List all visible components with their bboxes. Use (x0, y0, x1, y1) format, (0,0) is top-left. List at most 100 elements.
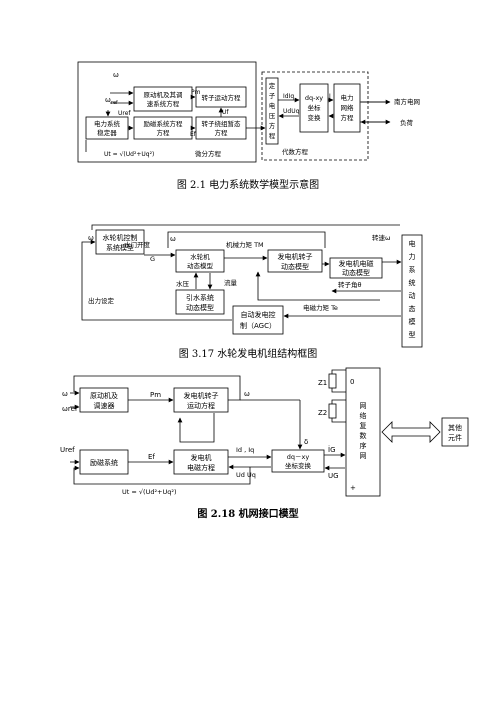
fig2-flow: 流量 (224, 278, 238, 287)
gen-em3-line1: 发电机 (191, 453, 212, 462)
figure-machine-network-interface (70, 367, 469, 497)
stator-voltage-block (265, 77, 279, 145)
figure-3-text: ω ωref ω Pm Uref Ef Id , Iq Ud Uq δ İG U… (60, 378, 462, 496)
fig1-ut-formula: Ut = √(Ud²+Uq²) (104, 151, 154, 158)
dqxy3-line1: dq－xy (287, 453, 310, 461)
figure-power-system-model (77, 61, 391, 163)
turbine-ctrl-line1: 水轮机控制 (103, 233, 138, 242)
fig3-ig: İG (328, 445, 336, 454)
gen-rotor3-line2: 运动方程 (187, 401, 215, 410)
turbine-line1: 水轮机 (190, 252, 210, 261)
stator-c3: 电 (269, 101, 276, 110)
fig2-speed: 转速ω (372, 233, 390, 242)
fig1-uref: Uref (118, 110, 131, 117)
fig2-output-setting: 出力设定 (88, 296, 115, 305)
fig3-caption: 图 2.18 机网接口模型 (197, 507, 298, 520)
excitation-line1: 励磁系统方程 (144, 119, 184, 128)
fig3-ef: Ef (148, 453, 155, 461)
turbine-block (175, 249, 225, 273)
agc-line1: 自动发电控 (241, 310, 276, 319)
fig3-omega-ref: ωref (62, 405, 78, 413)
fig1-omega: ω (113, 71, 119, 79)
dqxy-block-3 (271, 449, 325, 473)
gen-rotor-block (267, 249, 323, 273)
network3-c5: 序 (360, 441, 367, 450)
power-sys-c3: 系 (409, 265, 416, 274)
water-sys-line2: 动态模型 (186, 303, 214, 312)
figure-hydro-unit (81, 224, 423, 348)
fig2-omega-left: ω (88, 234, 94, 242)
dqxy-line3: 变换 (308, 113, 322, 122)
fig3-ud-uq: Ud Uq (236, 471, 256, 479)
stator-c4: 压 (269, 112, 276, 120)
fig3-delta: δ (304, 438, 308, 446)
power-sys-c5: 动 (409, 291, 416, 300)
fig3-z2: Z2 (318, 409, 327, 417)
fig3-omega: ω (62, 390, 68, 398)
algebraic-label: 代数方程 (282, 147, 309, 156)
network-block-3 (345, 367, 381, 497)
rotor-motion-block (195, 86, 247, 108)
dqxy-line2: 坐标 (308, 103, 322, 112)
network3-c6: 网 (360, 452, 367, 460)
turbine-ctrl-block (95, 229, 145, 255)
fig3-ut-formula: Ut = √(Ud²+Uq²) (122, 488, 177, 496)
fig3-omega-out: ω (244, 390, 250, 398)
stator-c2: 子 (269, 92, 276, 100)
omega-top-line (91, 224, 400, 230)
omega-mid-line (167, 231, 326, 248)
differential-frame (77, 61, 257, 163)
excitation-line2: 方程 (157, 128, 171, 137)
gen-em3-line2: 电磁方程 (187, 463, 215, 472)
fig1-ud-uq: UdUq (283, 108, 300, 115)
network-line3: 方程 (341, 113, 355, 122)
network-line2: 网络 (341, 103, 355, 112)
pss-line1: 电力系统 (94, 119, 121, 128)
other3-line2: 元件 (448, 433, 462, 442)
gen-em-block (329, 257, 383, 279)
fig1-uf: Uf (222, 109, 229, 116)
fig2-caption: 图 3.17 水轮发电机组结构框图 (179, 347, 318, 360)
prime-mover-line2: 速系统方程 (147, 99, 180, 108)
prime-mover3-line2: 调速器 (94, 401, 115, 410)
dqxy-line1: dq-xy (305, 94, 323, 102)
water-sys-line1: 引水系统 (186, 293, 214, 302)
fig2-rotor-angle: 转子角θ (338, 280, 362, 289)
stator-c6: 程 (269, 131, 276, 140)
fig3-pm: Pm (150, 391, 161, 399)
prime-mover3-line1: 原动机及 (90, 391, 118, 400)
fig1-id-iq: IdIq (283, 93, 294, 100)
fig1-caption: 图 2.1 电力系统数学模型示意图 (177, 178, 319, 191)
gen-rotor-line2: 动态模型 (281, 262, 309, 271)
figure-2-text: ω ω 转速ω 水门开度 G 机械力矩 TM 水压 流量 出力设定 转子角θ 电… (88, 233, 416, 339)
rotor-winding-line1: 转子绕组暂态 (202, 119, 242, 128)
agc-line2: 制（AGC） (240, 321, 276, 330)
rotor-winding-line2: 方程 (215, 128, 229, 137)
gen-em-line2: 动态模型 (342, 268, 370, 277)
dqxy3-line2: 坐标变换 (285, 461, 312, 470)
fig2-omega-mid: ω (170, 235, 176, 243)
network-block (333, 83, 361, 133)
dqxy-block (299, 83, 329, 133)
network3-c4: 数 (360, 431, 367, 440)
water-sys-block (175, 289, 225, 315)
fig3-plus: + (350, 484, 356, 492)
network-line1: 电力 (341, 93, 354, 102)
network3-c2: 络 (360, 411, 367, 420)
gen-em-block-3 (173, 449, 229, 475)
power-sys-c7: 模 (409, 317, 416, 326)
other3-line1: 其他 (448, 423, 462, 432)
fig2-mech-torque: 机械力矩 TM (226, 240, 264, 249)
power-sys-c4: 统 (409, 278, 416, 287)
fig3-z1: Z1 (318, 379, 327, 387)
fig2-g: G (150, 255, 155, 263)
figure-1-text: ω ω ref Uref Pm Ef Uf IdIq UdUq I Ut = √… (94, 71, 420, 158)
gen-rotor-line1: 发电机转子 (278, 252, 313, 261)
load-label: 负荷 (400, 118, 414, 127)
gen-em-line1: 发电机电磁 (339, 259, 374, 268)
fig2-gate: 水门开度 (124, 240, 151, 249)
other-block-3 (441, 417, 469, 447)
gen-rotor3-line1: 发电机转子 (184, 391, 219, 400)
fig3-id-iq: Id , Iq (236, 446, 254, 454)
